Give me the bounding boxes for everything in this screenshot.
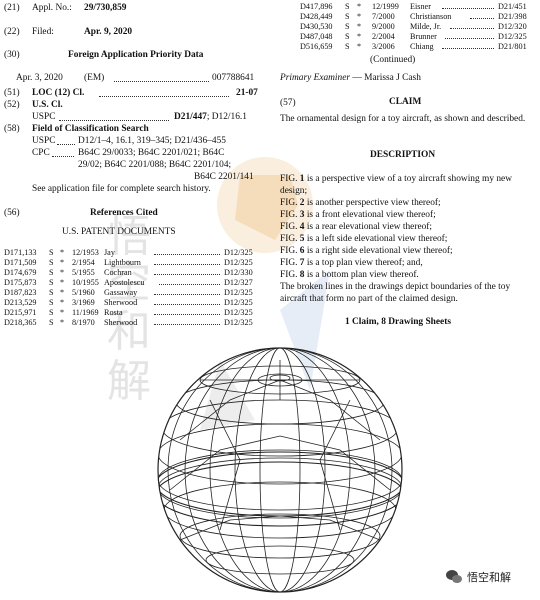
uscl-label: U.S. Cl. (32, 100, 63, 110)
wechat-icon (446, 570, 462, 583)
list-item: FIG. 2 is another perspective view there… (280, 198, 441, 208)
watermark-char-3: 和 (107, 306, 151, 357)
refs-heading: References Cited (90, 208, 158, 218)
claim-code: (57) (280, 98, 296, 108)
loc-value: 21-07 (236, 88, 258, 98)
watermark-logo-icon (200, 157, 330, 430)
appl-value: 29/730,859 (84, 3, 127, 13)
refs-subheading: U.S. PATENT DOCUMENTS (62, 227, 176, 237)
examiner-line: Primary Examiner — Marissa J Cash (280, 73, 421, 83)
field-uspc-label: USPC (32, 136, 56, 146)
field-label: Field of Classification Search (32, 124, 149, 134)
list-item: FIG. 8 is a bottom plan view thereof. (280, 270, 419, 280)
uscl-code: (52) (4, 100, 20, 110)
field-code: (58) (4, 124, 20, 134)
list-item: FIG. 3 is a front elevational view there… (280, 210, 436, 220)
foreign-number: 007788641 (212, 73, 255, 83)
uspc-value-secondary: ; D12/16.1 (206, 112, 247, 122)
appl-code: (21) (4, 3, 20, 13)
list-item: FIG. 7 is a top plan view thereof; and, (280, 258, 423, 268)
field-cpc-line-3: B64C 2201/141 (194, 172, 254, 182)
watermark-char-1: 悟 (107, 211, 151, 262)
continued-note: (Continued) (370, 55, 416, 65)
appl-label: Appl. No.: (32, 3, 72, 13)
foreign-date: Apr. 3, 2020 (16, 73, 63, 83)
filed-code: (22) (4, 27, 20, 37)
loc-label: LOC (12) Cl. (32, 88, 85, 98)
watermark (180, 130, 380, 460)
claims-count: 1 Claim, 8 Drawing Sheets (345, 317, 451, 327)
brand-name: 悟空和解 (467, 571, 511, 584)
refs-code: (56) (4, 208, 20, 218)
watermark-char-4: 解 (107, 356, 151, 407)
filed-label: Filed: (32, 27, 54, 37)
description-heading: DESCRIPTION (370, 150, 436, 160)
field-cpc-line-1: B64C 29/0033; B64C 2201/021; B64C (78, 148, 225, 158)
uspc-value-primary: D21/447 (174, 112, 207, 122)
list-item: FIG. 6 is a right side elevational view … (280, 246, 453, 256)
loc-code: (51) (4, 88, 20, 98)
foreign-code: (30) (4, 50, 20, 60)
figure-list: FIG. 1 is a perspective view of a toy ai… (280, 173, 538, 305)
list-item: FIG. 4 is a rear elevational view thereo… (280, 222, 433, 232)
examiner-label: Primary Examiner (280, 73, 351, 83)
examiner-name: — Marissa J Cash (352, 73, 421, 83)
foreign-country: (EM) (84, 73, 105, 83)
foreign-heading: Foreign Application Priority Data (68, 50, 204, 60)
brand-badge: 悟空和解 (445, 566, 535, 588)
filed-value: Apr. 9, 2020 (84, 27, 133, 37)
field-cpc-label: CPC (32, 148, 50, 158)
broken-lines-note: The broken lines in the drawings depict … (280, 282, 511, 304)
uspc-label: USPC (32, 112, 56, 122)
field-uspc-value: D12/1–4, 16.1, 319–345; D21/436–455 (78, 136, 226, 146)
claim-heading: CLAIM (389, 97, 422, 107)
field-cpc-line-2: 29/02; B64C 2201/088; B64C 2201/104; (78, 160, 232, 170)
field-see-note: See application file for complete search… (32, 184, 211, 194)
watermark-char-2: 空 (107, 257, 151, 308)
toy-aircraft-drawing (157, 347, 403, 593)
claim-text: The ornamental design for a toy aircraft… (280, 114, 526, 124)
list-item: FIG. 5 is a left side elevational view t… (280, 234, 448, 244)
list-item: FIG. 1 is a perspective view of a toy ai… (280, 174, 512, 196)
